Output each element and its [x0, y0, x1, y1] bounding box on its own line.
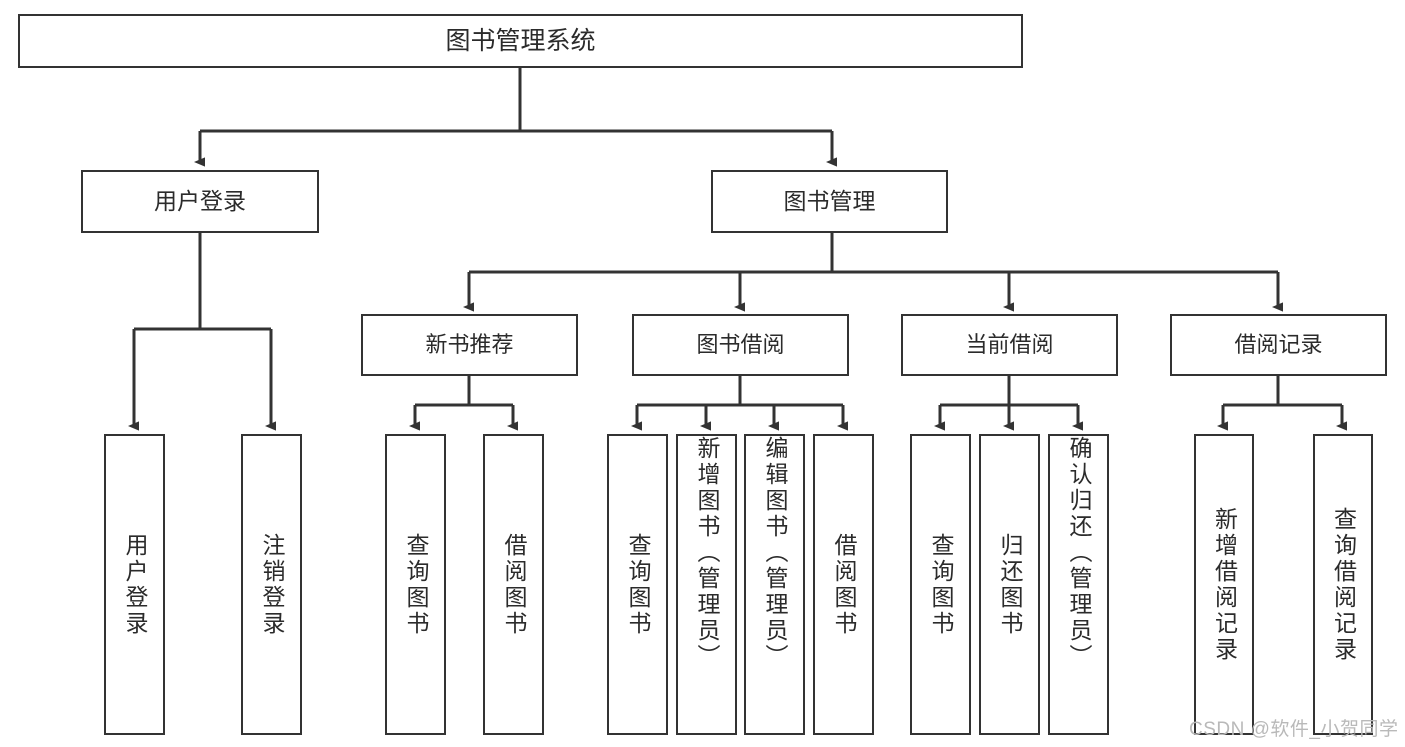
node-new-book-recommend-label: 新书推荐: [425, 332, 514, 358]
leaf-user-logout[interactable]: 注销登录: [241, 434, 302, 735]
node-new-book-recommend[interactable]: 新书推荐: [361, 314, 578, 376]
leaf-borrow-edit-book-label: 编辑图书（管理员）: [762, 436, 788, 670]
leaf-recommend-borrow-book[interactable]: 借阅图书: [483, 434, 544, 735]
leaf-record-query-label: 查询借阅记录: [1330, 506, 1357, 663]
leaf-current-query-book-label: 查询图书: [928, 532, 954, 637]
node-root-label: 图书管理系统: [445, 26, 596, 55]
leaf-current-confirm-return-label: 确认归还（管理员）: [1066, 436, 1092, 670]
leaf-borrow-edit-book[interactable]: 编辑图书（管理员）: [744, 434, 805, 735]
node-root[interactable]: 图书管理系统: [18, 14, 1023, 68]
leaf-record-add[interactable]: 新增借阅记录: [1194, 434, 1254, 735]
node-user-login-label: 用户登录: [154, 188, 246, 215]
leaf-borrow-query-book-label: 查询图书: [625, 532, 651, 637]
node-book-borrow[interactable]: 图书借阅: [632, 314, 849, 376]
csdn-watermark: CSDN @软件_小贺同学: [1189, 719, 1399, 740]
node-current-borrow[interactable]: 当前借阅: [901, 314, 1118, 376]
node-book-manage-label: 图书管理: [783, 188, 876, 215]
leaf-user-login[interactable]: 用户登录: [104, 434, 165, 735]
leaf-record-add-label: 新增借阅记录: [1211, 506, 1238, 663]
leaf-borrow-lend-book[interactable]: 借阅图书: [813, 434, 874, 735]
leaf-current-query-book[interactable]: 查询图书: [910, 434, 971, 735]
node-current-borrow-label: 当前借阅: [965, 332, 1054, 358]
leaf-user-login-label: 用户登录: [122, 532, 148, 637]
leaf-user-logout-label: 注销登录: [259, 532, 285, 637]
leaf-current-return-book[interactable]: 归还图书: [979, 434, 1040, 735]
leaf-recommend-query-book-label: 查询图书: [403, 532, 429, 637]
node-book-manage[interactable]: 图书管理: [711, 170, 948, 233]
node-user-login[interactable]: 用户登录: [81, 170, 319, 233]
leaf-borrow-add-book-label: 新增图书（管理员）: [694, 436, 720, 670]
leaf-recommend-query-book[interactable]: 查询图书: [385, 434, 446, 735]
node-borrow-record[interactable]: 借阅记录: [1170, 314, 1387, 376]
leaf-current-return-book-label: 归还图书: [997, 532, 1023, 637]
node-book-borrow-label: 图书借阅: [696, 332, 785, 358]
leaf-borrow-query-book[interactable]: 查询图书: [607, 434, 668, 735]
node-borrow-record-label: 借阅记录: [1234, 332, 1323, 358]
leaf-current-confirm-return[interactable]: 确认归还（管理员）: [1048, 434, 1109, 735]
leaf-borrow-lend-book-label: 借阅图书: [831, 532, 857, 637]
leaf-record-query[interactable]: 查询借阅记录: [1313, 434, 1373, 735]
leaf-recommend-borrow-book-label: 借阅图书: [501, 532, 527, 637]
leaf-borrow-add-book[interactable]: 新增图书（管理员）: [676, 434, 737, 735]
